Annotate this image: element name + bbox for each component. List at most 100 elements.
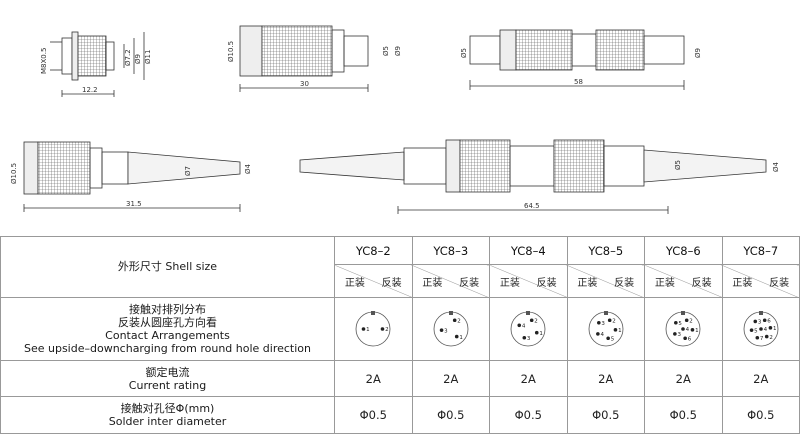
contact-pin <box>607 318 612 322</box>
spec-table: 外形尺寸 Shell size YC8–2 YC8–3 YC8–4 YC8–5 … <box>0 235 800 434</box>
contact-pin <box>758 327 763 331</box>
mount-normal-label: 正装 <box>422 277 443 289</box>
mount-normal-label: 正装 <box>654 277 675 289</box>
drawing-inline-connector <box>469 29 685 90</box>
contact-pin <box>454 334 459 339</box>
contact-pin <box>681 327 686 331</box>
contact-pin <box>452 318 457 322</box>
contact-pin <box>673 331 677 336</box>
mount-normal-label: 正装 <box>732 277 753 289</box>
contact-arrangement-label: 接触对排列分布 反装从圆座孔方向看 Contact Arrangements S… <box>0 296 335 361</box>
contact-pin <box>530 318 534 322</box>
contact-pin <box>764 334 769 339</box>
contact-pin-number: 4 <box>522 323 526 329</box>
table-row-models: 外形尺寸 Shell size YC8–2 YC8–3 YC8–4 YC8–5 … <box>0 235 800 298</box>
contact-pin-number: 5 <box>611 336 615 342</box>
current-value: 2A <box>411 359 490 398</box>
contact-pin-number: 3 <box>444 328 448 334</box>
contact-pin-number: 2 <box>769 335 773 341</box>
table-row-current: 额定电流 Current rating 2A 2A 2A 2A 2A 2A <box>0 359 800 398</box>
contact-pin <box>606 336 610 340</box>
contact-pin-number: 3 <box>527 336 531 342</box>
contact-pin <box>439 328 444 332</box>
contact-label-line: 接触对排列分布 <box>129 302 206 316</box>
mount-reverse-label: 反装 <box>769 277 790 289</box>
contact-pin <box>674 320 678 325</box>
contact-pin-number: 4 <box>686 327 690 333</box>
contact-pin-number: 4 <box>600 332 604 338</box>
contact-pin-number: 1 <box>366 327 370 333</box>
solder-diameter-label: 接触对孔径Φ(mm) Solder inter diameter <box>0 396 335 434</box>
contact-pin-number: 4 <box>763 327 767 333</box>
contact-pin-number: 3 <box>678 332 682 338</box>
contact-pin <box>683 336 688 340</box>
dim-len-58: 58 <box>574 78 583 86</box>
drawing-straight-plug <box>239 25 369 92</box>
connector-key-notch <box>603 310 608 315</box>
mount-reverse-label: 反装 <box>459 277 480 289</box>
current-value: 2A <box>566 359 645 398</box>
pin-layout-diagram: 215 4 3 <box>588 310 624 347</box>
contact-pin-number: 2 <box>612 318 616 324</box>
mount-cell: 正装反装 <box>566 264 645 298</box>
model-header: YC8–5 <box>566 235 645 266</box>
contact-pin-number: 3 <box>601 321 605 327</box>
dim-d4: Ø4 <box>772 161 780 172</box>
pin-layout-diagram: 21 <box>355 310 391 347</box>
dim-d5: Ø5 <box>674 160 682 170</box>
mount-cell: 正装 反装 <box>489 264 568 298</box>
solder-value: Φ0.5 <box>644 396 723 434</box>
contact-pin <box>690 327 695 332</box>
contact-pin <box>535 330 539 335</box>
contact-pin-number: 5 <box>679 321 683 327</box>
drawing-panel-socket <box>50 31 145 97</box>
contact-pin-number: 5 <box>754 328 758 334</box>
table-row-mounting: 正装反装 正装反装 正装反装 正装反装 正装反装 正装反装 <box>1 264 800 298</box>
mount-normal-label: 正装 <box>499 277 520 289</box>
dim-d105: Ø10.5 <box>10 163 18 184</box>
technical-drawings: M8X0.5 Ø7.2 Ø9 Ø11 12.2 Ø10.5 Ø5 Ø9 30 Ø… <box>10 25 780 214</box>
dim-d9: Ø9 <box>134 54 142 64</box>
current-value: 2A <box>334 359 413 398</box>
mount-reverse-label: 反装 <box>536 277 557 289</box>
contact-pin-number: 2 <box>385 327 389 333</box>
table-row-contacts: 接触对排列分布 反装从圆座孔方向看 Contact Arrangements S… <box>0 296 800 361</box>
contact-pin <box>517 323 522 327</box>
dim-len-64-5: 64.5 <box>524 202 540 210</box>
dim-d9: Ø9 <box>394 46 402 56</box>
connector-key-notch <box>371 310 376 315</box>
solder-label-line: 接触对孔径Φ(mm) <box>120 402 215 416</box>
connector-face <box>433 311 469 347</box>
contact-label-line: See upside–downcharging from round hole … <box>23 341 312 355</box>
contact-pin <box>596 320 601 325</box>
mount-cell: 正装 反装 <box>411 264 490 298</box>
dim-d105: Ø10.5 <box>227 41 235 62</box>
model-header: YC8–2 <box>334 235 413 266</box>
contact-pin-number: 1 <box>618 328 622 334</box>
drawing-cable-plug <box>23 141 241 212</box>
contact-label-line: 反装从圆座孔方向看 <box>118 315 217 329</box>
mount-reverse-label: 反装 <box>691 277 712 289</box>
contact-pin-number: 3 <box>758 319 762 325</box>
contact-pin <box>361 327 366 331</box>
contact-pin-number: 2 <box>457 318 461 324</box>
solder-value: Φ0.5 <box>334 396 413 434</box>
current-value: 2A <box>489 359 568 398</box>
contact-pin-number: 6 <box>767 318 771 324</box>
connector-key-notch <box>758 310 763 315</box>
contact-label-line: Contact Arrangements <box>105 328 230 342</box>
mount-normal-label: 正装 <box>344 277 365 289</box>
solder-value: Φ0.5 <box>721 396 800 434</box>
contact-pin <box>755 335 759 340</box>
contact-pin-number: 7 <box>760 336 764 342</box>
current-label-line: Current rating <box>128 378 207 392</box>
solder-value: Φ0.5 <box>411 396 490 434</box>
dim-d11: Ø11 <box>144 50 152 64</box>
shell-size-label: 外形尺寸 Shell size <box>0 236 335 298</box>
